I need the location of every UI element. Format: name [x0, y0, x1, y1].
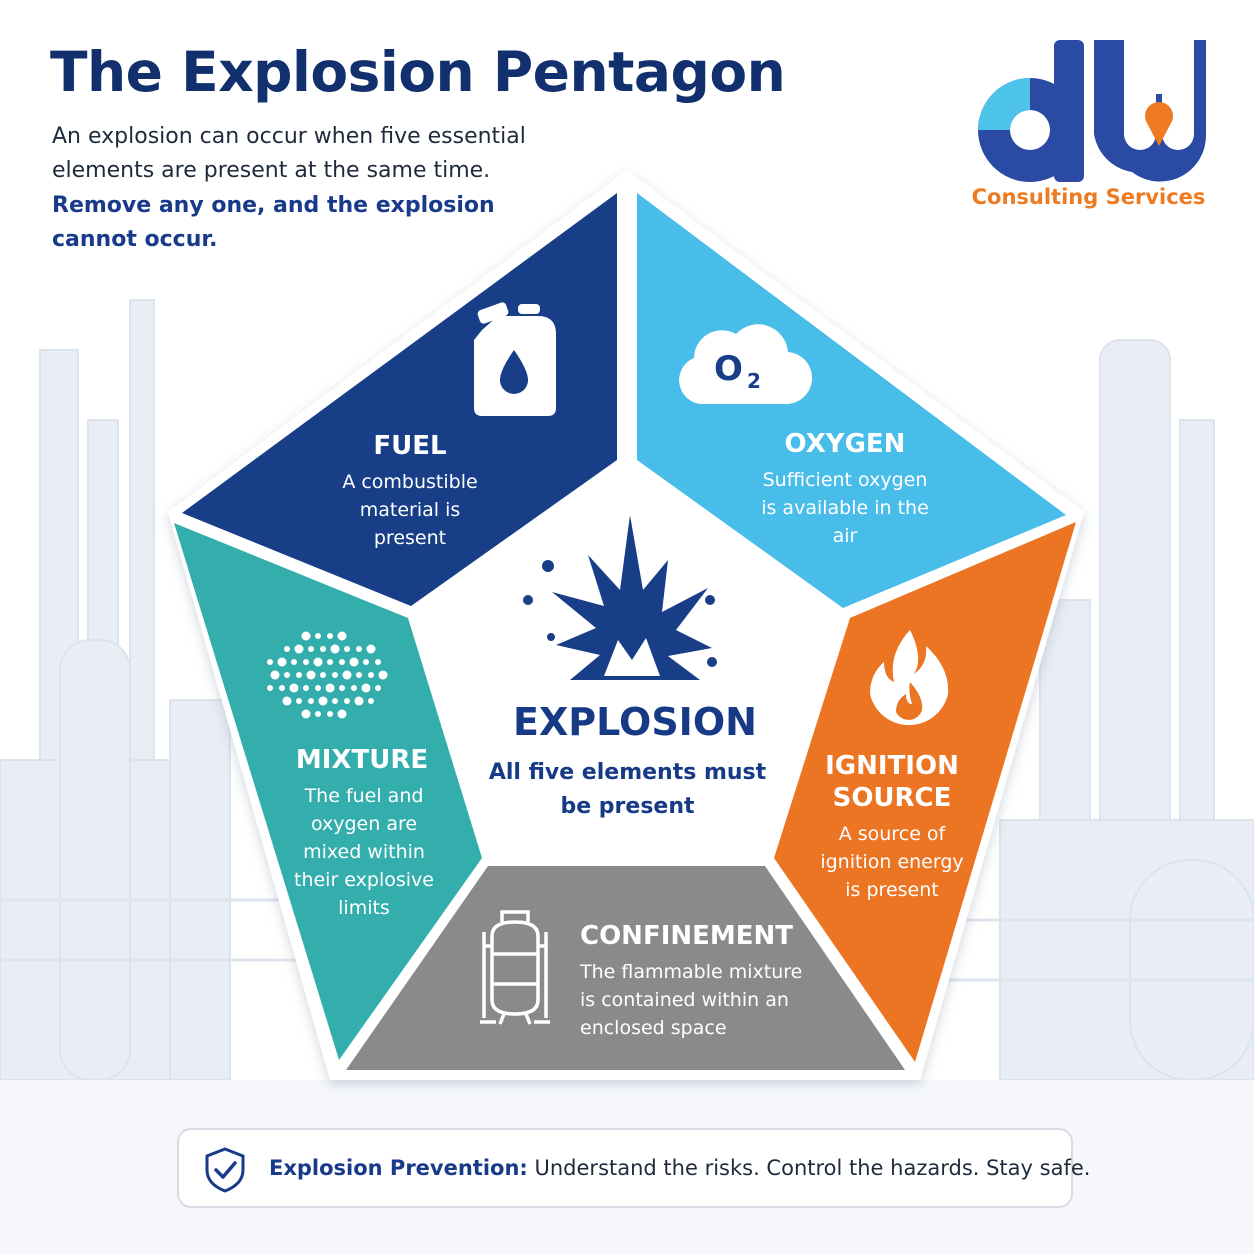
particle-dot: [339, 659, 345, 665]
intro-emphasis: Remove any one, and the explosion cannot…: [52, 193, 495, 252]
svg-text:2: 2: [747, 369, 761, 393]
particle-dot: [327, 659, 333, 665]
segment-ignition: [774, 522, 1076, 1062]
center-title: EXPLOSION: [513, 700, 757, 744]
segment-oxygen: [637, 193, 1066, 608]
confinement-title: CONFINEMENT: [580, 921, 794, 951]
vessel-tank-icon: [480, 910, 550, 1025]
particle-dot: [267, 659, 273, 665]
prevention-message: Understand the risks. Control the hazard…: [527, 1156, 1091, 1180]
page-title: The Explosion Pentagon: [50, 40, 786, 104]
particle-dot: [303, 685, 309, 691]
fuel-title: FUEL: [373, 431, 447, 461]
particle-dot: [337, 631, 347, 641]
center-description: All five elements must be present: [488, 760, 767, 819]
shield-check-icon: [205, 1147, 245, 1193]
prevention-banner: Explosion Prevention: Understand the ris…: [177, 1128, 1090, 1208]
particle-dot: [366, 644, 376, 654]
particle-dot: [289, 683, 299, 693]
particle-dot: [356, 672, 362, 678]
particle-dot: [279, 685, 285, 691]
mixture-description: The fuel and oxygen are mixed within the…: [294, 785, 434, 919]
particle-dot: [267, 685, 273, 691]
particle-dot: [282, 696, 292, 706]
particle-dot: [342, 670, 352, 680]
particle-dot: [291, 659, 297, 665]
particle-dot: [325, 683, 335, 693]
intro-text: An explosion can occur when five essenti…: [52, 124, 526, 183]
segment-fuel: [182, 193, 617, 606]
particle-dot: [344, 646, 350, 652]
particle-dot: [375, 659, 381, 665]
svg-text:O: O: [714, 349, 743, 389]
particle-dot: [284, 672, 290, 678]
ignition-description: A source of ignition energy is present: [820, 823, 964, 901]
flame-icon: [870, 630, 949, 726]
particle-dot: [344, 698, 350, 704]
particle-dot: [337, 709, 347, 719]
ignition-title: IGNITION SOURCE: [825, 751, 959, 813]
fuel-description: A combustible material is present: [342, 471, 478, 549]
segment-mixture: [174, 523, 482, 1060]
particle-dot: [339, 685, 345, 691]
particle-dot: [356, 646, 362, 652]
confinement-description: The flammable mixture is contained withi…: [580, 961, 803, 1039]
particle-dot: [320, 646, 326, 652]
particle-dots-icon: [267, 631, 388, 719]
particle-dot: [361, 683, 371, 693]
particle-dot: [363, 659, 369, 665]
particle-dot: [277, 657, 287, 667]
particle-dot: [315, 685, 321, 691]
particle-dot: [308, 698, 314, 704]
oxygen-title: OXYGEN: [784, 429, 906, 459]
particle-dot: [313, 657, 323, 667]
logo-subtitle: Consulting Services: [971, 185, 1206, 209]
explosion-burst-icon: [523, 515, 717, 680]
particle-dot: [284, 646, 290, 652]
particle-dot: [294, 644, 304, 654]
particle-dot: [332, 698, 338, 704]
segment-confinement: [346, 866, 905, 1070]
particle-dot: [332, 672, 338, 678]
particle-dot: [368, 698, 374, 704]
mixture-title: MIXTURE: [295, 745, 429, 775]
dw-logo: [978, 40, 1207, 182]
oxygen-cloud-icon: O 2: [679, 324, 812, 405]
particle-dot: [349, 657, 359, 667]
particle-dot: [320, 672, 326, 678]
particle-dot: [303, 659, 309, 665]
particle-dot: [354, 696, 364, 706]
particle-dot: [318, 696, 328, 706]
oxygen-description: Sufficient oxygen is available in the ai…: [761, 469, 929, 547]
particle-dot: [330, 644, 340, 654]
particle-dot: [301, 631, 311, 641]
particle-dot: [315, 711, 321, 717]
particle-dot: [270, 670, 280, 680]
prevention-label: Explosion Prevention:: [269, 1156, 528, 1180]
particle-dot: [368, 672, 374, 678]
particle-dot: [327, 633, 333, 639]
particle-dot: [296, 672, 302, 678]
particle-dot: [375, 685, 381, 691]
particle-dot: [327, 711, 333, 717]
particle-dot: [378, 670, 388, 680]
particle-dot: [306, 670, 316, 680]
fuel-jerrycan-icon: [474, 302, 556, 416]
particle-dot: [296, 698, 302, 704]
particle-dot: [308, 646, 314, 652]
particle-dot: [351, 685, 357, 691]
particle-dot: [315, 633, 321, 639]
prevention-text: Explosion Prevention: Understand the ris…: [269, 1156, 1090, 1180]
particle-dot: [301, 709, 311, 719]
